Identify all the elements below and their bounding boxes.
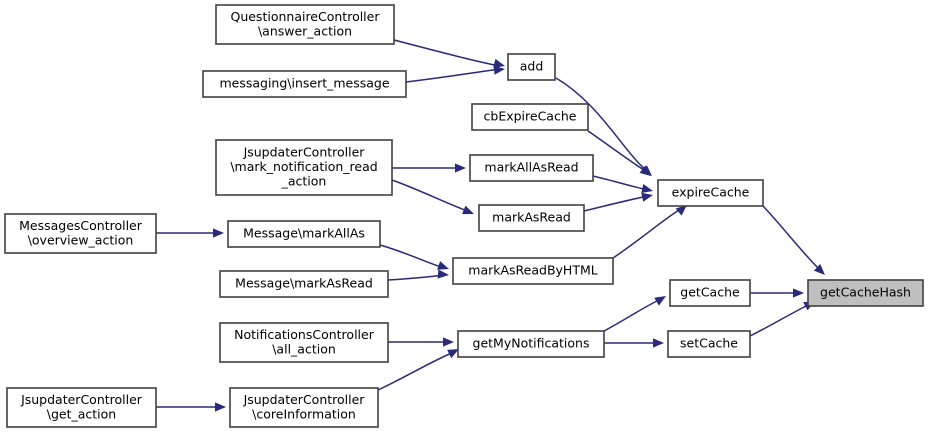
arrowhead-icon — [437, 261, 449, 270]
node-label-questionnaire_answer: \answer_action — [258, 23, 352, 38]
node-expireCache[interactable]: expireCache — [657, 179, 764, 207]
node-box-setCache[interactable] — [667, 330, 751, 358]
arrowhead-icon — [462, 205, 474, 215]
node-label-markAllAsRead: markAllAsRead — [484, 160, 578, 175]
node-box-markAllAsRead[interactable] — [469, 154, 594, 182]
arrowhead-icon — [493, 58, 505, 68]
node-label-setCache: setCache — [680, 336, 738, 351]
node-label-getCache: getCache — [680, 285, 740, 300]
edge-message_markAsRead-to-markAsReadByHTML — [387, 274, 445, 281]
node-questionnaire_answer[interactable]: QuestionnaireController\answer_action — [215, 4, 395, 45]
node-label-messaging_insert_message: messaging\insert_message — [219, 76, 389, 91]
node-message_markAsRead[interactable]: Message\markAsRead — [219, 270, 389, 298]
node-label-jsupdater_mark_notification_read: \mark_notification_read — [230, 159, 377, 174]
edge-setCache-to-getCacheHash — [749, 303, 811, 337]
arrowhead-icon — [675, 205, 687, 216]
node-label-message_markAsRead: Message\markAsRead — [235, 276, 373, 291]
node-label-cbExpireCache: cbExpireCache — [484, 109, 577, 124]
node-markAsRead[interactable]: markAsRead — [478, 204, 585, 232]
edge-expireCache-to-getCacheHash — [762, 205, 821, 271]
node-label-markAsRead: markAsRead — [492, 210, 571, 225]
node-jsupdater_get_action[interactable]: JsupdaterController\get_action — [6, 387, 157, 428]
node-box-cbExpireCache[interactable] — [471, 103, 589, 131]
node-jsupdater_coreInformation[interactable]: JsupdaterController\coreInformation — [229, 387, 379, 428]
node-label-notifications_all: NotificationsController — [234, 327, 375, 342]
arrowhead-icon — [213, 228, 224, 238]
edge-add-to-expireCache — [555, 77, 649, 173]
node-box-markAsReadByHTML[interactable] — [452, 257, 614, 285]
edge-questionnaire_answer-to-add — [393, 39, 501, 67]
arrowhead-icon — [443, 337, 454, 347]
edge-messaging_insert_message-to-add — [405, 68, 501, 83]
arrowhead-icon — [641, 192, 653, 202]
arrowhead-icon — [215, 402, 226, 412]
node-cbExpireCache[interactable]: cbExpireCache — [471, 103, 589, 131]
node-box-add[interactable] — [507, 53, 556, 81]
node-label-jsupdater_mark_notification_read: _action — [281, 174, 327, 189]
edge-message_markAllAs-to-markAsReadByHTML — [379, 244, 445, 269]
node-box-messaging_insert_message[interactable] — [202, 70, 407, 98]
node-add[interactable]: add — [507, 53, 556, 81]
node-getMyNotifications[interactable]: getMyNotifications — [457, 330, 605, 358]
node-messages_overview[interactable]: MessagesController\overview_action — [4, 213, 157, 254]
node-box-markAsRead[interactable] — [478, 204, 585, 232]
node-box-message_markAllAs[interactable] — [227, 220, 381, 248]
node-label-getCacheHash: getCacheHash — [820, 285, 911, 300]
nodes-layer: QuestionnaireController\answer_actionmes… — [4, 4, 924, 428]
node-box-jsupdater_get_action[interactable] — [6, 387, 157, 428]
edge-jsupdater_coreInformation-to-getMyNotifications — [377, 351, 455, 391]
node-box-jsupdater_coreInformation[interactable] — [229, 387, 379, 428]
node-message_markAllAs[interactable]: Message\markAllAs — [227, 220, 381, 248]
arrowhead-icon — [653, 338, 664, 348]
edge-jsupdater_mark_notification_read-to-markAsRead — [391, 179, 471, 213]
node-label-jsupdater_get_action: JsupdaterController — [20, 392, 143, 407]
node-box-questionnaire_answer[interactable] — [215, 4, 395, 45]
node-box-jsupdater_mark_notification_read[interactable] — [215, 139, 393, 196]
edge-markAsReadByHTML-to-expireCache — [612, 207, 683, 259]
node-label-messages_overview: MessagesController — [19, 218, 143, 233]
node-jsupdater_mark_notification_read[interactable]: JsupdaterController\mark_notification_re… — [215, 139, 393, 196]
node-label-messages_overview: \overview_action — [28, 232, 134, 247]
arrowhead-icon — [493, 65, 505, 75]
node-box-getCache[interactable] — [669, 279, 751, 307]
node-getCacheHash[interactable]: getCacheHash — [807, 279, 924, 307]
node-box-notifications_all[interactable] — [219, 322, 389, 363]
node-box-getMyNotifications[interactable] — [457, 330, 605, 358]
arrowhead-icon — [654, 296, 666, 306]
node-messaging_insert_message[interactable]: messaging\insert_message — [202, 70, 407, 98]
edges-layer — [156, 39, 821, 408]
arrowhead-icon — [447, 349, 459, 359]
node-label-add: add — [520, 59, 544, 74]
arrowhead-icon — [641, 184, 653, 194]
edge-markAllAsRead-to-expireCache — [592, 175, 649, 191]
node-label-jsupdater_mark_notification_read: JsupdaterController — [243, 145, 366, 160]
node-box-messages_overview[interactable] — [4, 213, 157, 254]
node-box-message_markAsRead[interactable] — [219, 270, 389, 298]
node-label-message_markAllAs: Message\markAllAs — [243, 226, 365, 241]
arrowhead-icon — [455, 163, 466, 173]
node-label-expireCache: expireCache — [672, 185, 750, 200]
node-setCache[interactable]: setCache — [667, 330, 751, 358]
arrowhead-icon — [793, 288, 804, 298]
arrowhead-icon — [437, 269, 449, 279]
edge-cbExpireCache-to-expireCache — [587, 130, 648, 173]
node-markAllAsRead[interactable]: markAllAsRead — [469, 154, 594, 182]
node-markAsReadByHTML[interactable]: markAsReadByHTML — [452, 257, 614, 285]
arrowhead-icon — [639, 165, 651, 176]
edge-getMyNotifications-to-getCache — [603, 298, 662, 332]
node-label-getMyNotifications: getMyNotifications — [473, 336, 590, 351]
node-label-jsupdater_coreInformation: \coreInformation — [252, 406, 356, 421]
node-notifications_all[interactable]: NotificationsController\all_action — [219, 322, 389, 363]
arrowhead-icon — [813, 264, 825, 275]
node-box-expireCache[interactable] — [657, 179, 764, 207]
node-label-jsupdater_coreInformation: JsupdaterController — [243, 392, 366, 407]
edge-markAsRead-to-expireCache — [583, 195, 649, 212]
node-label-markAsReadByHTML: markAsReadByHTML — [468, 263, 597, 278]
node-getCache[interactable]: getCache — [669, 279, 751, 307]
node-box-getCacheHash[interactable] — [807, 279, 924, 307]
node-label-questionnaire_answer: QuestionnaireController — [230, 9, 380, 24]
node-label-notifications_all: \all_action — [272, 341, 336, 356]
node-label-jsupdater_get_action: \get_action — [47, 406, 116, 421]
